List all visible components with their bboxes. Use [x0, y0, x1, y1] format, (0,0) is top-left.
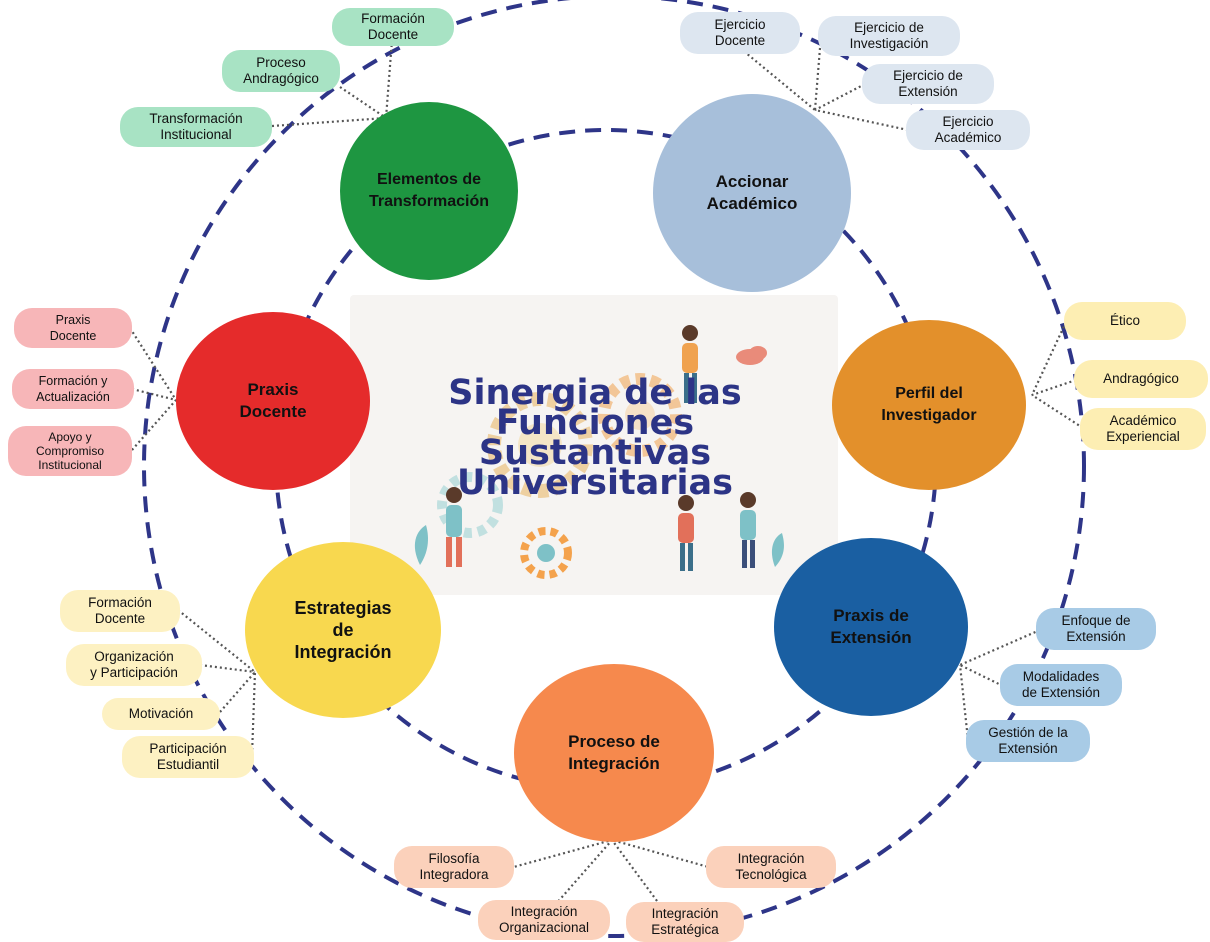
pill-organizacion-y-participacion: Organización y Participación — [66, 644, 202, 686]
pill-formacion-docente: Formación Docente — [332, 8, 454, 46]
pill-integracion-estrategica: Integración Estratégica — [626, 902, 744, 942]
node-praxis-de-extension: Praxis de Extensión — [774, 538, 968, 716]
pill-integracion-organizacional: Integración Organizacional — [478, 900, 610, 940]
pill-formacion-docente-2: Formación Docente — [60, 590, 180, 632]
person-icon — [446, 487, 462, 567]
pill-ejercicio-de-investigacion: Ejercicio de Investigación — [818, 16, 960, 56]
pill-proceso-andragogico: Proceso Andragógico — [222, 50, 340, 92]
title-line: Funciones — [495, 403, 695, 443]
gear-icon — [598, 373, 682, 457]
node-elementos-de-transformacion: Elementos de Transformación — [340, 102, 518, 280]
title-line: Sinergia de las — [448, 373, 742, 413]
pill-transformacion-institucional: Transformación Institucional — [120, 107, 272, 147]
node-perfil-del-investigador: Perfil del Investigador — [832, 320, 1026, 490]
pill-participacion-estudiantil: Participación Estudiantil — [122, 736, 254, 778]
node-proceso-de-integracion: Proceso de Integración — [514, 664, 714, 842]
pill-ejercicio-de-extension: Ejercicio de Extensión — [862, 64, 994, 104]
gear-icon — [487, 392, 593, 498]
title-line: Universitarias — [456, 463, 734, 503]
gear-icon — [437, 472, 503, 538]
pill-motivacion: Motivación — [102, 698, 220, 730]
person-icon — [678, 495, 694, 571]
pill-academico-experiencial: Académico Experiencial — [1080, 408, 1206, 450]
pill-andragogico: Andragógico — [1074, 360, 1208, 398]
person-icon — [740, 492, 756, 568]
pill-apoyo-y-compromiso-institucional: Apoyo y Compromiso Institucional — [8, 426, 132, 476]
person-icon — [682, 325, 698, 403]
plant-icon — [414, 525, 784, 567]
pill-ejercicio-academico: Ejercicio Académico — [906, 110, 1030, 150]
center-illustration — [350, 295, 838, 595]
title-line: Sustantivas — [478, 433, 712, 473]
pill-filosofia-integradora: Filosofía Integradora — [394, 846, 514, 888]
pill-praxis-docente: Praxis Docente — [14, 308, 132, 348]
pill-ejercicio-docente: Ejercicio Docente — [680, 12, 800, 54]
pill-formacion-y-actualizacion: Formación y Actualización — [12, 369, 134, 409]
node-estrategias-de-integracion: Estrategias de Integración — [245, 542, 441, 718]
node-praxis-docente: Praxis Docente — [176, 312, 370, 490]
people-gears-illustration — [414, 325, 784, 579]
diagram-title: Sinergia de las Funciones Sustantivas Un… — [395, 373, 795, 503]
pill-integracion-tecnologica: Integración Tecnológica — [706, 846, 836, 888]
pill-etico: Ético — [1064, 302, 1186, 340]
outer-ring — [142, 0, 1086, 938]
dotted-connectors — [129, 39, 1084, 906]
node-accionar-academico: Accionar Académico — [653, 94, 851, 292]
pill-enfoque-de-extension: Enfoque de Extensión — [1036, 608, 1156, 650]
pill-modalidades-de-extension: Modalidades de Extensión — [1000, 664, 1122, 706]
gear-icon — [520, 527, 572, 579]
cloud-icon — [736, 346, 767, 365]
pill-gestion-de-la-extension: Gestión de la Extensión — [966, 720, 1090, 762]
